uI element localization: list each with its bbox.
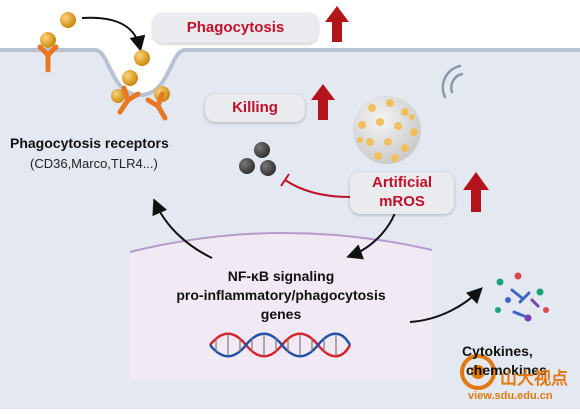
signal-waves-icon (441, 64, 464, 99)
nucleus-line1: NF-κB signaling (227, 268, 335, 284)
uptake-arrow (81, 16, 146, 52)
inhibition-line (284, 179, 351, 198)
artificial-mros-line2: mROS (379, 193, 425, 210)
artificial-mros-line1: Artificial (371, 174, 432, 191)
mros-to-nucleus-arrow (346, 212, 396, 260)
increase-arrow-icon (463, 172, 489, 212)
nucleus-to-receptors-arrow (152, 198, 213, 259)
phagocytosis-receptors (117, 85, 168, 121)
cytokine-molecules (495, 272, 549, 322)
increase-arrow-icon (311, 84, 335, 120)
nucleus-line2: pro-inflammatory/phagocytosis (176, 287, 386, 303)
increase-arrow-icon (325, 6, 349, 42)
internalized-bead (134, 50, 150, 66)
ros-particle (239, 158, 255, 174)
killing-label: Killing (232, 99, 278, 116)
bacterium-bead (60, 12, 76, 28)
mros-nanoparticle (353, 96, 421, 164)
watermark-brand: 山大视点 (500, 369, 568, 388)
nucleus-to-cytokines-arrow (409, 287, 483, 323)
bacterium-bead (40, 32, 56, 48)
surface-receptor (37, 44, 59, 73)
dna-helix-icon (209, 332, 352, 358)
watermark-url: view.sdu.edu.cn (468, 390, 553, 402)
killing-pill (205, 94, 305, 122)
ros-particle (260, 160, 276, 176)
nucleus-line3: genes (260, 306, 302, 322)
nuclear-envelope (129, 232, 433, 253)
receptors-title: Phagocytosis receptors (10, 135, 169, 151)
artificial-mros-pill (350, 172, 454, 214)
nucleus (130, 232, 432, 380)
watermark-logo (460, 354, 496, 390)
internalized-bead (111, 89, 125, 103)
receptors-list: (CD36,Marco,TLR4...) (30, 156, 158, 171)
ros-particle (254, 142, 270, 158)
cytokines-line2: chemokines (466, 362, 547, 378)
phagocytosis-label: Phagocytosis (186, 19, 285, 36)
inhibition-bar (280, 173, 290, 187)
cytokines-line1: Cytokines, (462, 343, 533, 359)
internalized-bead (122, 70, 138, 86)
phagocytosis-pill (153, 13, 318, 43)
